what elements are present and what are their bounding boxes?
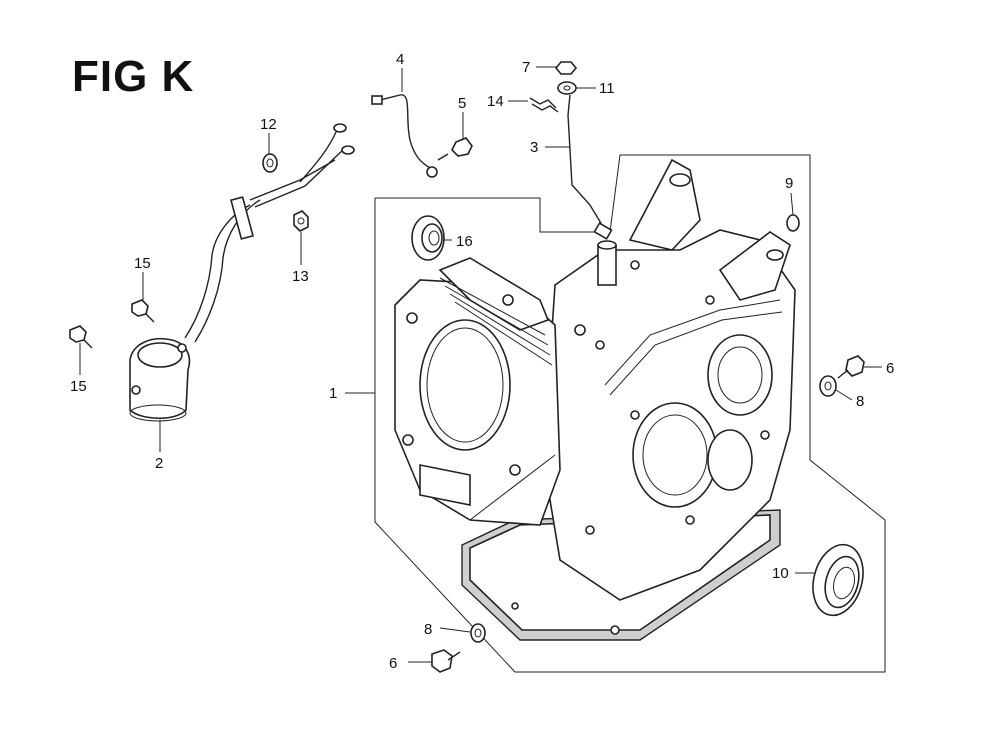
callout-6-bottom: 6 [389, 655, 397, 672]
callout-14: 14 [487, 93, 504, 110]
callout-12: 12 [260, 116, 277, 133]
leader-lines [79, 66, 882, 663]
bolt-washer-right [819, 355, 865, 397]
callout-8-right: 8 [856, 393, 864, 410]
bolt [437, 137, 473, 161]
callout-15-upper: 15 [134, 255, 151, 272]
callout-labels: 1 2 3 4 5 6 6 7 8 8 9 10 11 12 13 14 15 … [70, 51, 894, 672]
callout-15-lower: 15 [70, 378, 87, 395]
callout-7: 7 [522, 59, 530, 76]
callout-13: 13 [292, 268, 309, 285]
callout-3: 3 [530, 139, 538, 156]
assembly-bracket [374, 154, 886, 673]
figure-title: FIG K [72, 52, 195, 101]
callout-16: 16 [456, 233, 473, 250]
callout-9: 9 [785, 175, 793, 192]
callout-11: 11 [599, 80, 615, 97]
washer-9 [786, 214, 800, 232]
ignition-coil [129, 123, 355, 422]
callout-4: 4 [396, 51, 404, 68]
oil-seal-16 [411, 215, 445, 261]
callout-2: 2 [155, 455, 163, 472]
washer-12 [262, 153, 278, 173]
nut-and-washer [554, 61, 578, 95]
callout-1: 1 [329, 385, 337, 402]
nut-13 [293, 210, 309, 232]
bolt-washer-bottom [431, 623, 486, 673]
control-rod [567, 94, 613, 240]
crankcase [394, 158, 796, 641]
callout-8-bottom: 8 [424, 621, 432, 638]
sensor-lead [371, 94, 438, 178]
oil-seal-10 [812, 543, 864, 617]
screws-15 [69, 299, 155, 349]
callout-5: 5 [458, 95, 466, 112]
callout-6-right: 6 [886, 360, 894, 377]
clip [529, 97, 559, 113]
callout-10: 10 [772, 565, 789, 582]
